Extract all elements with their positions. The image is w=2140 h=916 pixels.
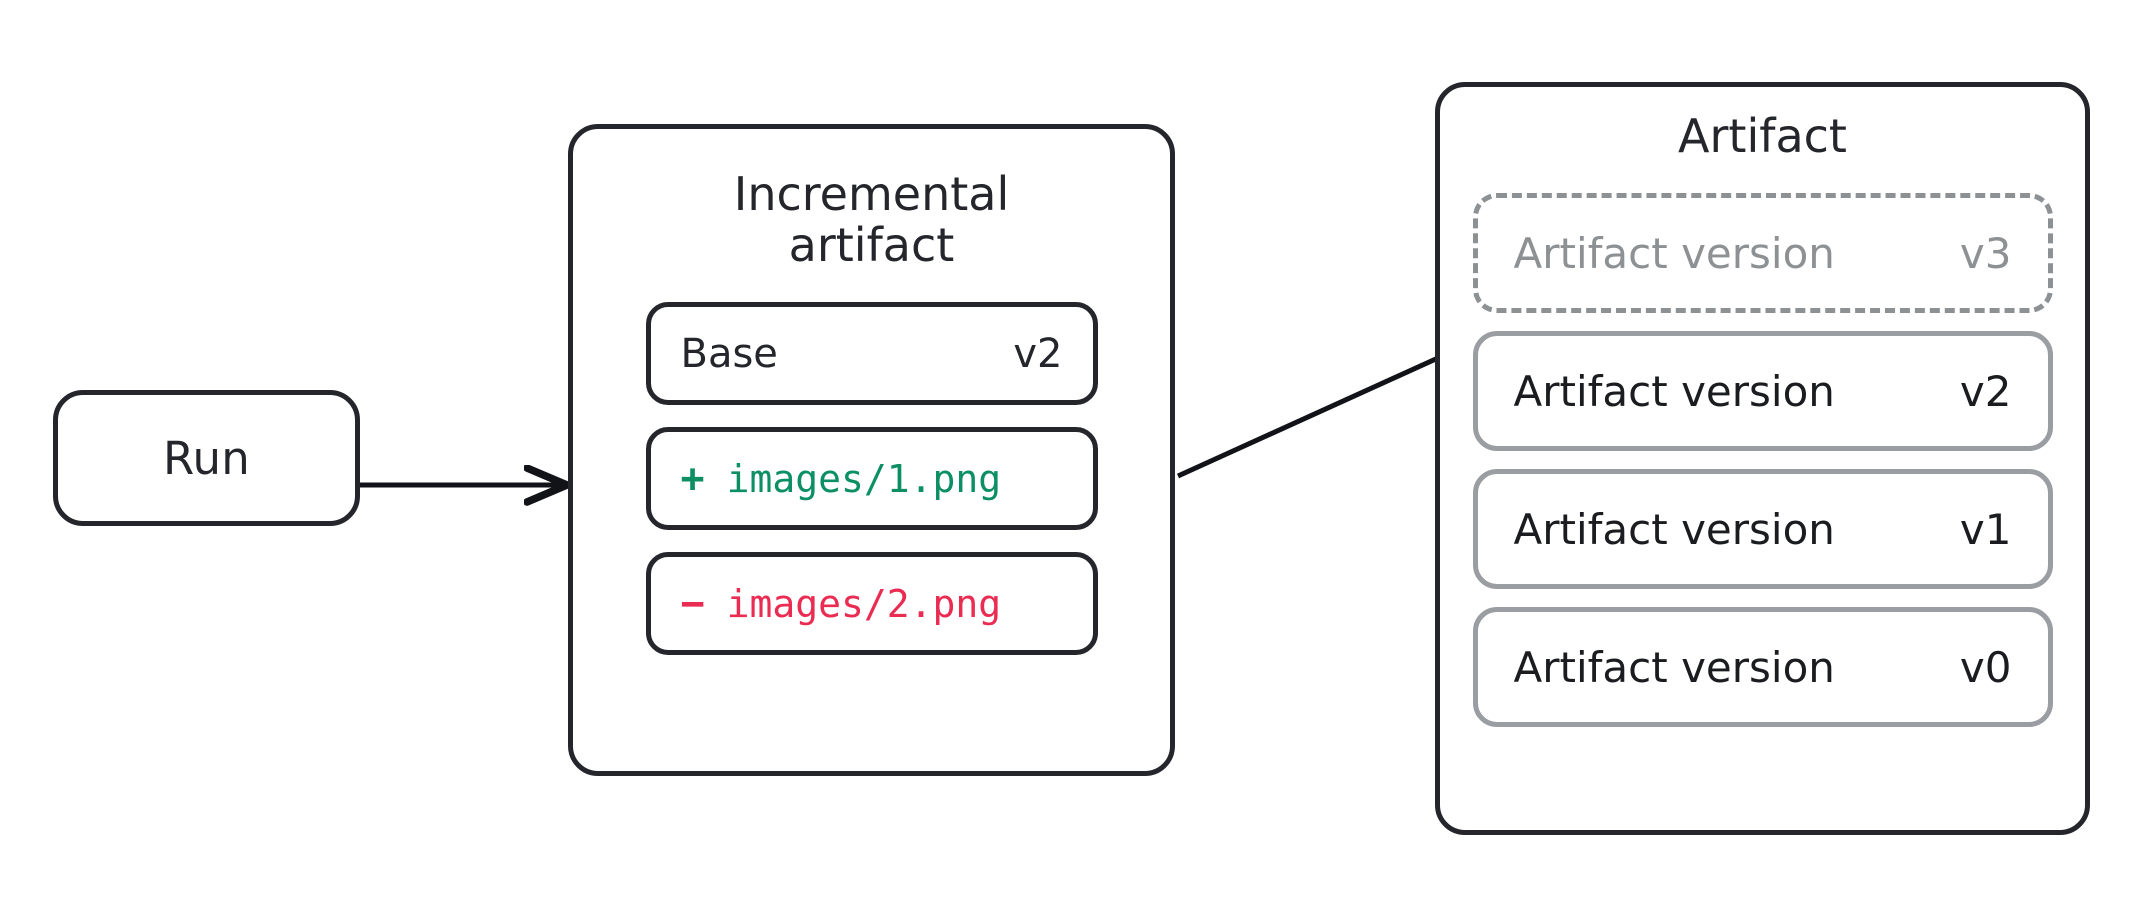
diff-deleted: − images/2.png [681, 581, 1002, 627]
artifact-version-number: v2 [1959, 366, 2012, 416]
diff-added: + images/1.png [681, 456, 1002, 502]
artifact-version-label: Artifact version [1513, 642, 1835, 692]
artifact-version-number: v0 [1959, 642, 2012, 692]
artifact-title: Artifact [1678, 109, 1847, 163]
incremental-artifact-rows: Base v2 + images/1.png − images/2.png [573, 302, 1170, 656]
artifact-version-label: Artifact version [1513, 228, 1835, 278]
base-row-label: Base [680, 330, 778, 377]
change-path-added: images/1.png [726, 456, 1002, 501]
incremental-artifact-node[interactable]: Incremental artifact Base v2 + images/1.… [568, 124, 1175, 776]
artifact-version-label: Artifact version [1513, 366, 1835, 416]
base-row-version: v2 [1013, 330, 1063, 377]
incremental-artifact-title: Incremental artifact [573, 169, 1170, 270]
run-label: Run [163, 431, 250, 485]
artifact-version-row-v3[interactable]: Artifact version v3 [1472, 193, 2053, 313]
plus-icon: + [680, 455, 705, 502]
artifact-version-number: v3 [1959, 228, 2012, 278]
change-row-added[interactable]: + images/1.png [645, 427, 1098, 531]
change-path-deleted: images/2.png [726, 581, 1002, 626]
artifact-node[interactable]: Artifact Artifact version v3 Artifact ve… [1435, 82, 2090, 835]
artifact-version-row-v0[interactable]: Artifact version v0 [1472, 607, 2053, 727]
artifact-version-list: Artifact version v3 Artifact version v2 … [1440, 193, 2085, 727]
artifact-version-row-v2[interactable]: Artifact version v2 [1472, 331, 2053, 451]
artifact-version-number: v1 [1959, 504, 2012, 554]
change-row-deleted[interactable]: − images/2.png [645, 552, 1098, 656]
incremental-artifact-title-line2: artifact [788, 217, 955, 272]
artifact-version-label: Artifact version [1513, 504, 1835, 554]
incremental-artifact-title-line1: Incremental [733, 167, 1010, 221]
base-row[interactable]: Base v2 [645, 302, 1098, 406]
run-node[interactable]: Run [53, 390, 360, 526]
artifact-version-row-v1[interactable]: Artifact version v1 [1472, 469, 2053, 589]
minus-icon: − [680, 580, 705, 627]
